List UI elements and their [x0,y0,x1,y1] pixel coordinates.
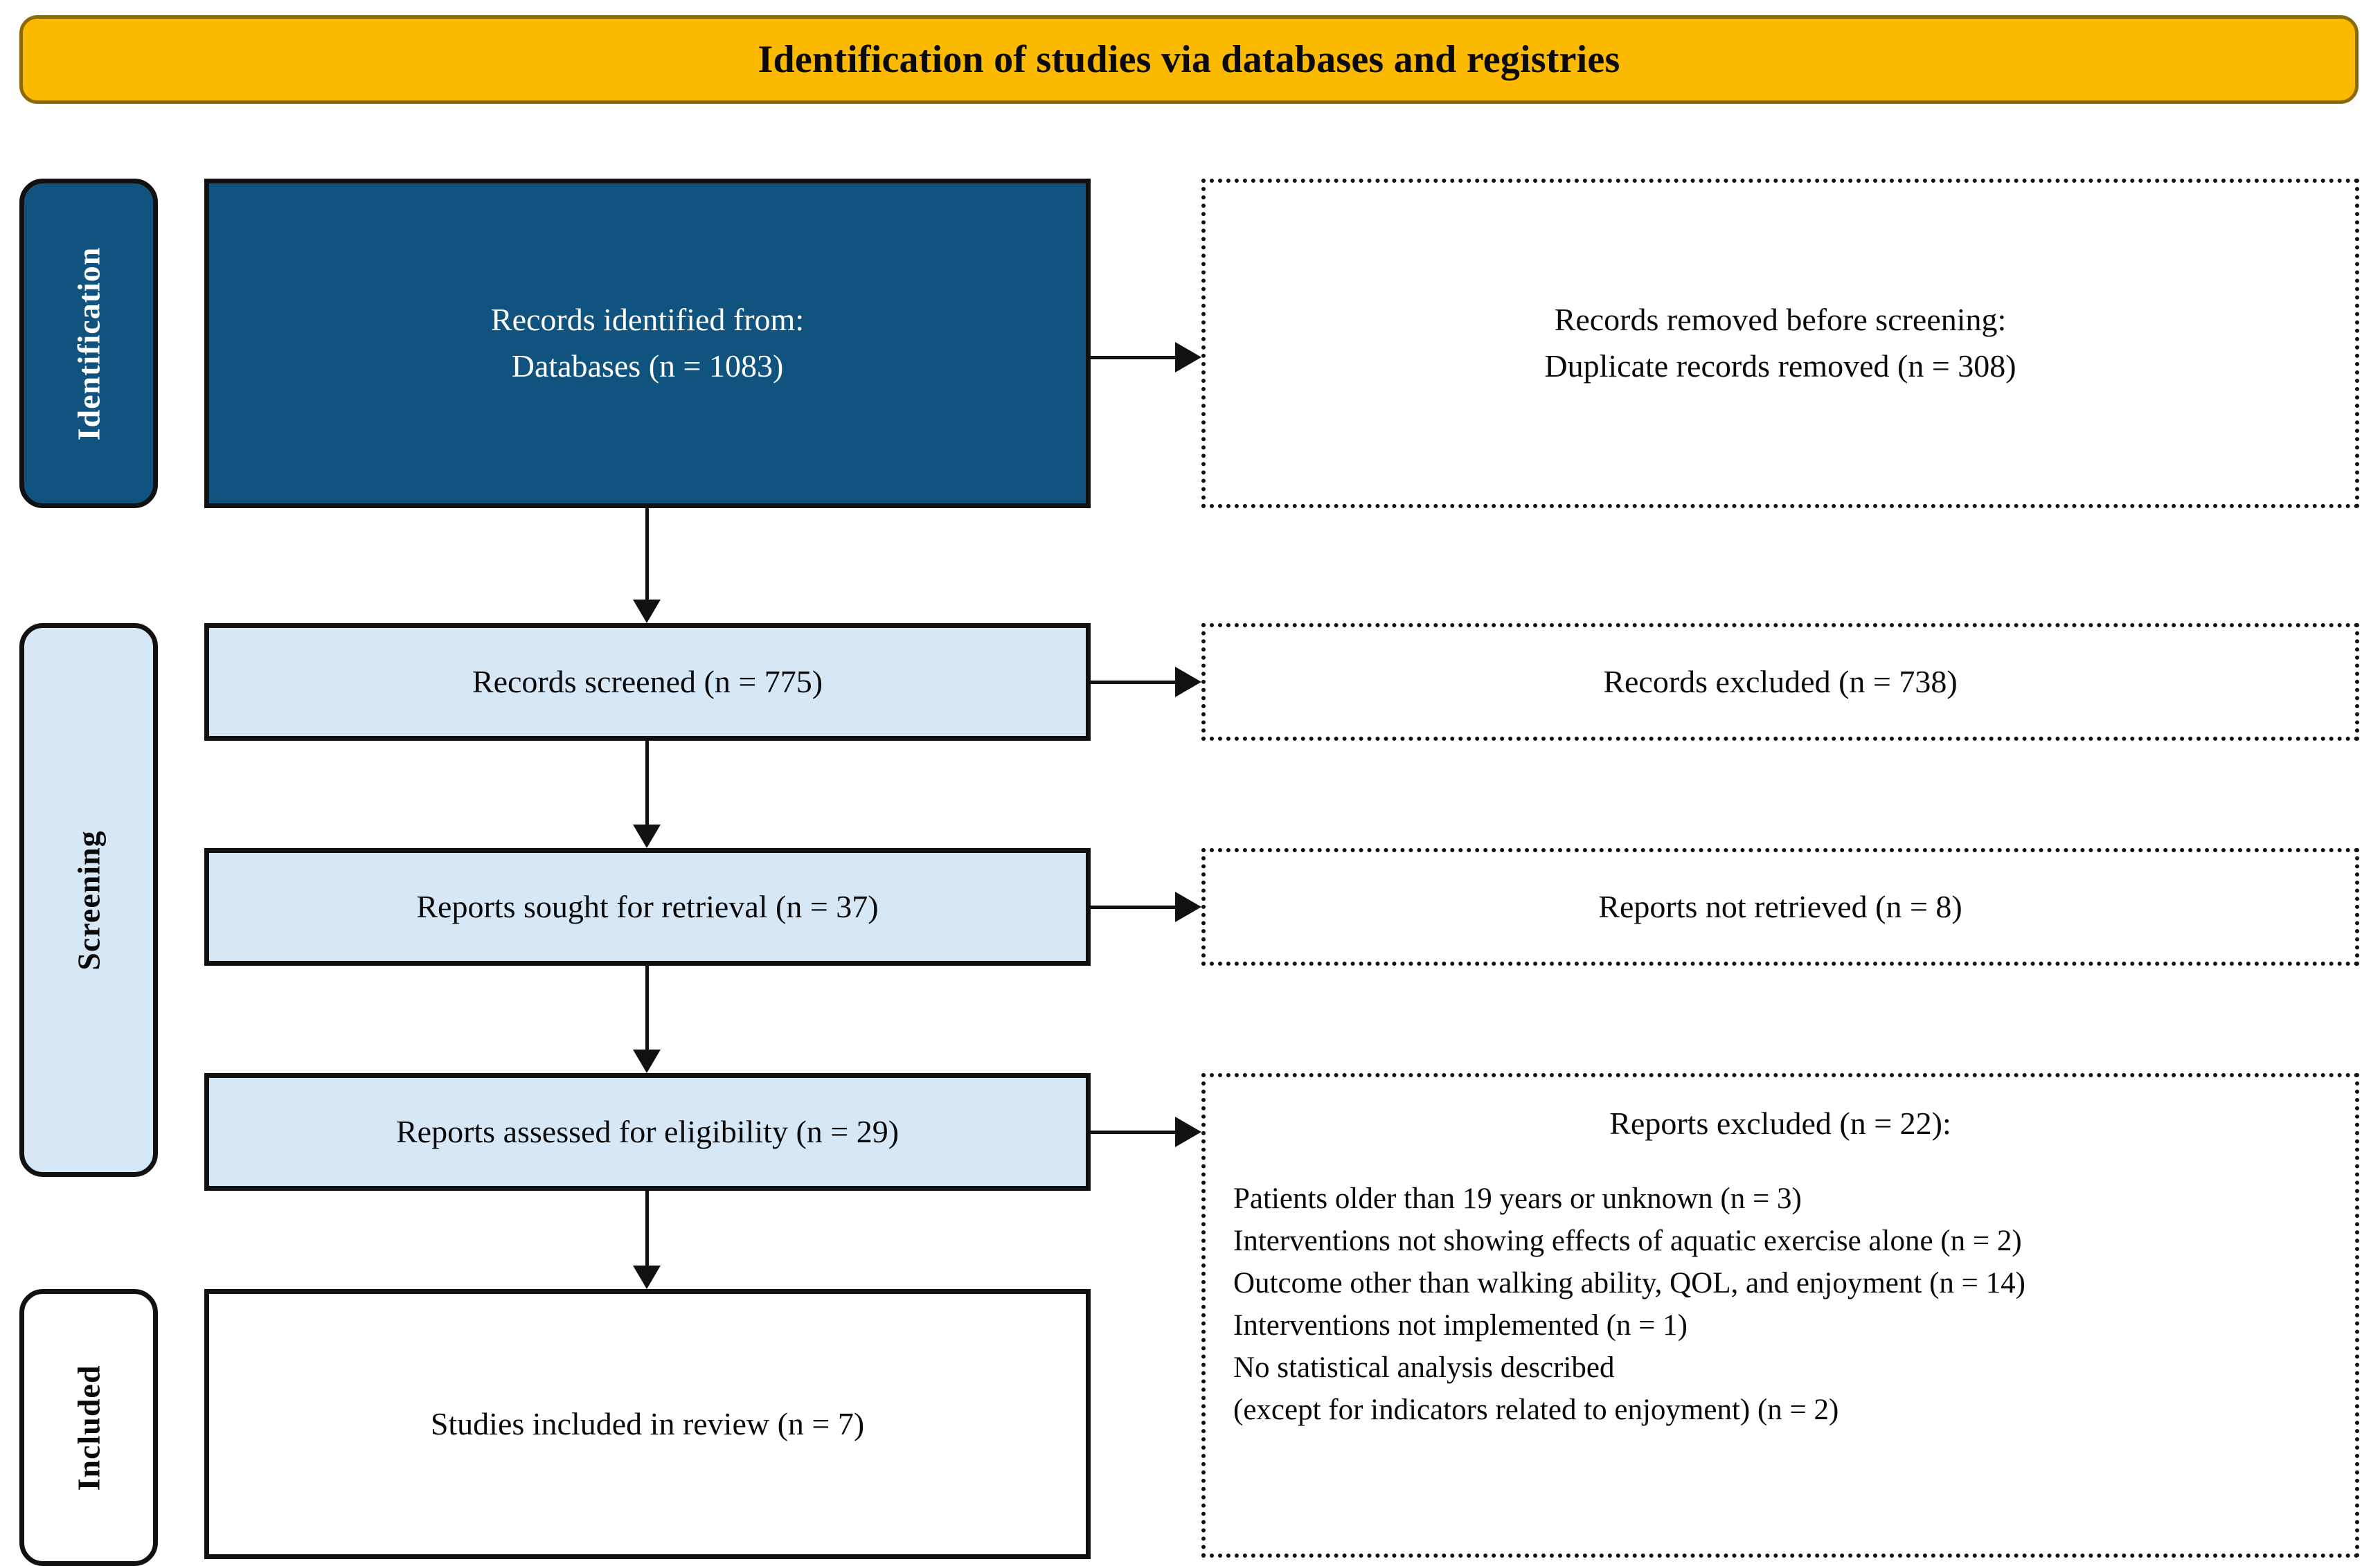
arrowhead-right-sought-to-not-retrieved [1175,892,1201,922]
stage-sidebar-screening: Screening [19,623,158,1177]
stage-label-screening: Screening [71,829,107,971]
connector-assessed-to-reports-excluded [1091,1131,1175,1134]
arrowhead-down-sought-to-assessed [633,1050,661,1073]
node-records-removed: Records removed before screening: Duplic… [1201,179,2359,508]
node-records-removed-line1: Records removed before screening: [1554,302,2007,338]
node-reports-excluded-reason-list: Patients older than 19 years or unknown … [1233,1178,2327,1431]
connector-screened-to-sought [645,741,649,825]
exclusion-reason: (except for indicators related to enjoym… [1233,1393,1839,1426]
node-records-identified-line2: Databases (n = 1083) [511,348,784,384]
arrowhead-right-identified-to-removed [1175,342,1201,372]
node-reports-not-retrieved-label: Reports not retrieved (n = 8) [1598,888,1962,924]
node-records-screened-label: Records screened (n = 775) [472,663,823,699]
exclusion-reason: No statistical analysis described [1233,1351,1615,1384]
stage-label-identification: Identification [71,246,107,440]
diagram-header-banner: Identification of studies via databases … [19,15,2359,104]
connector-screened-to-excluded [1091,681,1175,684]
connector-identified-to-screened [645,508,649,600]
node-reports-excluded: Reports excluded (n = 22): Patients olde… [1201,1073,2359,1558]
node-reports-sought: Reports sought for retrieval (n = 37) [204,848,1091,966]
node-reports-assessed-label: Reports assessed for eligibility (n = 29… [395,1113,900,1149]
stage-sidebar-included: Included [19,1289,158,1566]
connector-identified-to-removed [1091,356,1175,359]
node-records-excluded-label: Records excluded (n = 738) [1603,663,1958,699]
arrowhead-down-screened-to-sought [633,825,661,848]
node-reports-assessed: Reports assessed for eligibility (n = 29… [204,1073,1091,1191]
stage-label-included: Included [71,1365,107,1491]
node-reports-not-retrieved: Reports not retrieved (n = 8) [1201,848,2359,966]
exclusion-reason: Patients older than 19 years or unknown … [1233,1182,1802,1215]
exclusion-reason: Outcome other than walking ability, QOL,… [1233,1266,2025,1299]
connector-assessed-to-included [645,1191,649,1266]
node-records-removed-line2: Duplicate records removed (n = 308) [1544,348,2016,384]
exclusion-reason: Interventions not showing effects of aqu… [1233,1224,2022,1257]
arrowhead-right-screened-to-excluded [1175,667,1201,697]
node-reports-excluded-title: Reports excluded (n = 22): [1609,1106,1951,1141]
page-title: Identification of studies via databases … [758,38,1620,81]
node-reports-sought-label: Reports sought for retrieval (n = 37) [416,888,879,924]
node-records-identified: Records identified from: Databases (n = … [204,179,1091,508]
node-records-excluded: Records excluded (n = 738) [1201,623,2359,741]
node-records-screened: Records screened (n = 775) [204,623,1091,741]
connector-sought-to-assessed [645,966,649,1050]
arrowhead-right-assessed-to-reports-excluded [1175,1117,1201,1147]
exclusion-reason: Interventions not implemented (n = 1) [1233,1308,1688,1342]
arrowhead-down-assessed-to-included [633,1266,661,1289]
node-studies-included: Studies included in review (n = 7) [204,1289,1091,1559]
connector-sought-to-not-retrieved [1091,906,1175,909]
arrowhead-down-identified-to-screened [633,600,661,623]
node-records-identified-line1: Records identified from: [490,302,805,338]
node-studies-included-label: Studies included in review (n = 7) [430,1405,865,1441]
stage-sidebar-identification: Identification [19,179,158,508]
